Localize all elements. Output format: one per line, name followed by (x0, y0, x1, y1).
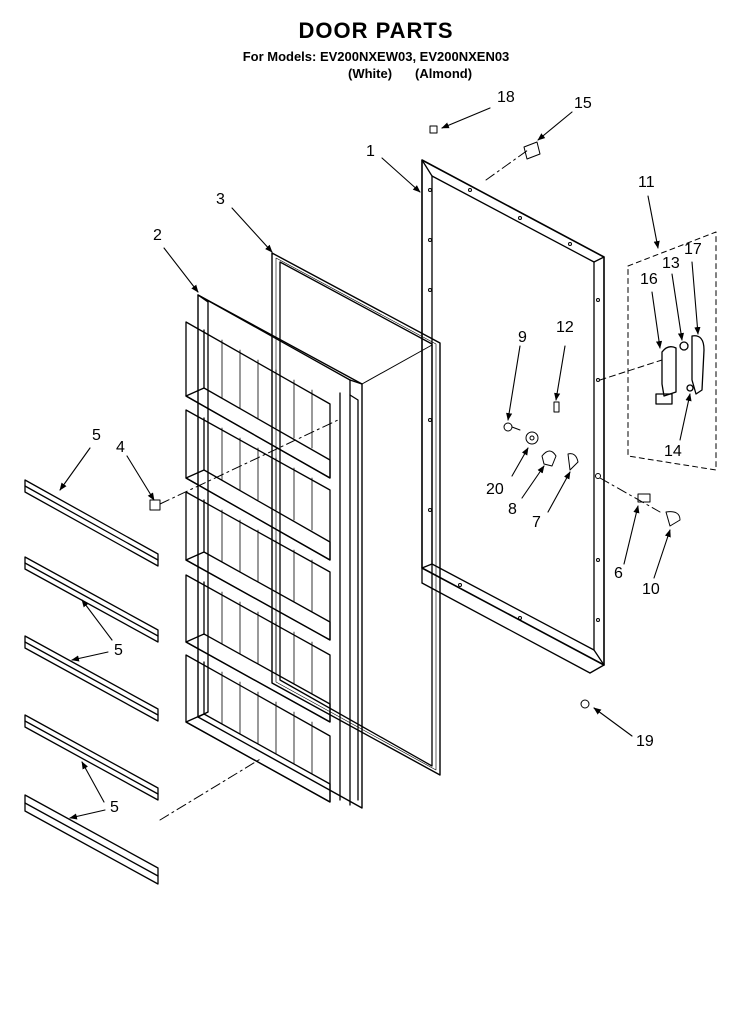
variant-white: (White) (348, 66, 393, 81)
shelf-bars-part-5 (24, 479, 159, 885)
page-title: DOOR PARTS (298, 18, 454, 43)
hinge-assembly-part-11 (599, 231, 717, 471)
hardware-parts (149, 125, 681, 709)
callout-6: 6 (614, 565, 623, 582)
callout-16: 16 (640, 271, 658, 288)
variant-almond: (Almond) (415, 66, 473, 81)
callout-5-top: 5 (92, 427, 101, 444)
callout-15: 15 (574, 95, 592, 112)
gasket-part-3 (271, 252, 441, 776)
callout-18: 18 (497, 89, 515, 106)
models-line: For Models: EV200NXEW03, EV200NXEN03 (242, 49, 510, 64)
callout-10: 10 (642, 581, 660, 598)
callout-19: 19 (636, 733, 654, 750)
callout-14: 14 (664, 443, 682, 460)
callout-2: 2 (153, 227, 162, 244)
callout-3: 3 (216, 191, 225, 208)
door-frame-part-1 (421, 159, 605, 674)
callout-12: 12 (556, 319, 574, 336)
callout-5-middle: 5 (114, 642, 123, 659)
leader-arrows (59, 107, 701, 820)
callout-7: 7 (532, 514, 541, 531)
callout-13: 13 (662, 255, 680, 272)
door-shelf-bins (185, 321, 331, 803)
callout-1: 1 (366, 143, 375, 160)
assembly-lines (159, 149, 661, 821)
callout-8: 8 (508, 501, 517, 518)
callout-9: 9 (518, 329, 527, 346)
callout-20: 20 (486, 481, 504, 498)
callout-11: 11 (638, 174, 655, 191)
callout-17: 17 (684, 241, 702, 258)
callout-4: 4 (116, 439, 125, 456)
callout-5-bottom: 5 (110, 799, 119, 816)
door-liner-part-2 (185, 294, 433, 809)
